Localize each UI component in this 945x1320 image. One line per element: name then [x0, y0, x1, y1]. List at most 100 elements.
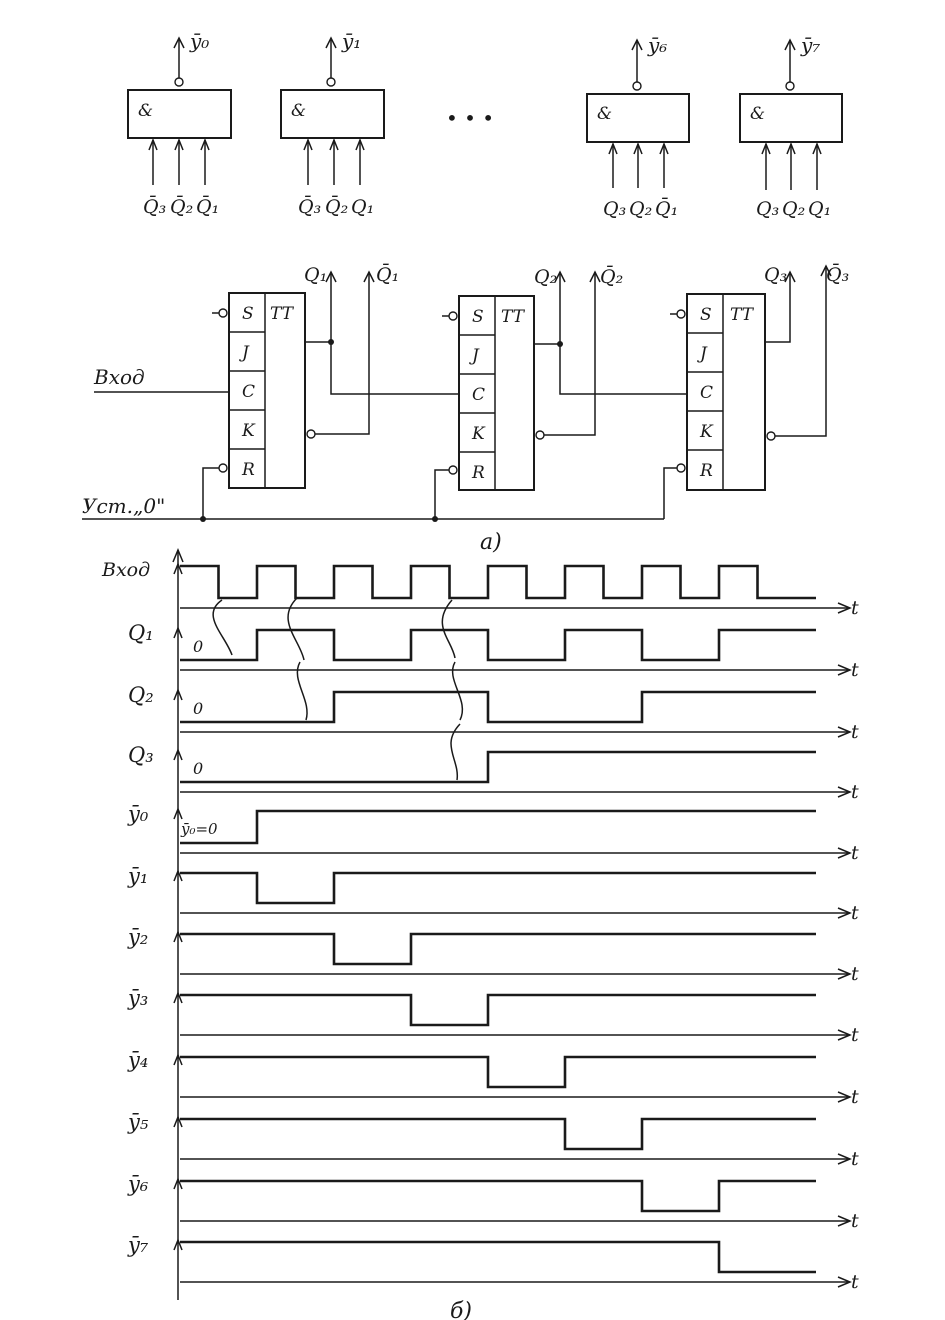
transition-arrow	[450, 723, 461, 781]
signal-name-label: Q₃	[128, 743, 154, 767]
signal-name-label: ȳ₇	[127, 1233, 149, 1257]
decoder-gate-6: & ȳ₆ Q₃ Q₂ Q̄₁	[586, 33, 690, 220]
waveform	[180, 1117, 816, 1151]
gate-input-label: Q₁	[351, 196, 374, 218]
gate-input-label: Q̄₃	[298, 195, 321, 218]
pin-c-label: C	[472, 385, 485, 405]
level-arrow	[173, 990, 183, 1004]
counter-wiring	[82, 264, 832, 522]
time-axis-arrowhead	[837, 1276, 852, 1288]
decoder-gate-0: & ȳ₀ Q̄₃ Q̄₂ Q̄₁	[127, 29, 232, 218]
gate-input-label: Q̄₁	[655, 197, 678, 220]
level-arrow	[173, 625, 183, 639]
level-arrow	[173, 1176, 183, 1190]
time-axis-arrowhead	[837, 602, 852, 614]
time-axis-arrowhead	[837, 786, 852, 798]
signal-name-label: ȳ₅	[127, 1110, 149, 1134]
caption-b: б)	[450, 1299, 472, 1320]
waveform	[180, 1179, 816, 1213]
time-axis-arrowhead	[837, 664, 852, 676]
gate-input-label: Q̄₂	[325, 195, 348, 218]
flip-flop-2: S J C K R TT Q₂ Q̄₂	[442, 265, 623, 491]
pin-k-label: K	[241, 421, 256, 441]
time-axis-label: t	[851, 963, 859, 985]
pin-s-label: S	[242, 304, 254, 324]
pin-c-label: C	[242, 382, 255, 402]
time-axis-label: t	[851, 1210, 859, 1232]
time-axis-arrowhead	[837, 726, 852, 738]
signal-name-label: ȳ₆	[127, 1172, 149, 1196]
pin-j-label: J	[469, 346, 480, 366]
pin-j-label: J	[697, 344, 708, 364]
level-arrow	[173, 1114, 183, 1128]
level-arrow	[173, 747, 183, 761]
q2-bar-output-label: Q̄₂	[600, 265, 623, 288]
input-label: Вход	[93, 365, 145, 389]
gate-input-label: Q₃	[603, 198, 626, 220]
decoder-gate-1: & ȳ₁ Q̄₃ Q̄₂ Q₁	[280, 29, 385, 218]
pin-r-label: R	[241, 460, 255, 480]
caption-a: а)	[480, 530, 502, 555]
time-axis-label: t	[851, 1148, 859, 1170]
gate-input-label: Q̄₃	[143, 195, 166, 218]
q3-bar-output-label: Q̄₃	[826, 263, 849, 286]
signal-name-label: ȳ₀	[127, 802, 149, 826]
gate-and-label: &	[291, 101, 306, 121]
signal-name-label: ȳ₃	[127, 986, 148, 1010]
level-arrow	[173, 868, 183, 882]
q2-output-label: Q₂	[534, 266, 557, 288]
gate-and-label: &	[750, 104, 765, 124]
gate-input-label: Q₃	[756, 198, 779, 220]
initial-zero-label: 0	[193, 699, 203, 718]
waveform	[180, 750, 816, 784]
waveform	[180, 1240, 816, 1274]
gate-input-label: Q₂	[629, 198, 652, 220]
level-arrow	[173, 1052, 183, 1066]
transition-arrow	[296, 661, 308, 721]
gate-and-label: &	[597, 104, 612, 124]
transition-arrow	[212, 599, 233, 656]
pin-r-label: R	[471, 463, 485, 483]
transition-arrow	[287, 597, 305, 661]
level-arrow	[173, 1237, 183, 1251]
transition-arrow	[441, 599, 456, 659]
time-axis-arrowhead	[837, 1215, 852, 1227]
waveform	[180, 809, 816, 845]
ellipsis: • • •	[446, 106, 494, 130]
pin-s-label: S	[700, 305, 712, 325]
time-axis-label: t	[851, 902, 859, 924]
signal-name-label: Вход	[101, 559, 150, 581]
flip-flop-type-label: TT	[730, 305, 755, 325]
reset-label: Уст.„0"	[82, 494, 165, 518]
gate-input-label: Q̄₂	[170, 195, 193, 218]
initial-zero-label: 0	[193, 759, 203, 778]
pin-k-label: K	[699, 422, 714, 442]
time-axis-label: t	[851, 597, 859, 619]
signal-name-label: ȳ₄	[127, 1048, 148, 1072]
pin-k-label: K	[471, 424, 486, 444]
waveform	[180, 932, 816, 966]
signal-name-label: ȳ₂	[127, 925, 148, 949]
waveform	[180, 564, 816, 600]
q3-output-label: Q₃	[764, 264, 787, 286]
time-axis-arrowhead	[837, 1091, 852, 1103]
flip-flop-type-label: TT	[270, 304, 295, 324]
time-axis-arrowhead	[837, 907, 852, 919]
pin-c-label: C	[700, 383, 713, 403]
level-arrow	[173, 806, 183, 820]
gate-and-label: &	[138, 101, 153, 121]
level-arrow	[173, 561, 183, 575]
time-axis-label: t	[851, 721, 859, 743]
time-axis-arrowhead	[837, 968, 852, 980]
flip-flop-1: S J C K R TT Q₁ Q̄₁	[212, 263, 399, 489]
time-axis-label: t	[851, 1024, 859, 1046]
gate-input-label: Q₁	[808, 198, 831, 220]
time-axis-label: t	[851, 781, 859, 803]
waveform	[180, 993, 816, 1027]
time-axis-label: t	[851, 842, 859, 864]
y0-initial-label: ȳ₀=0	[180, 820, 218, 838]
signal-name-label: Q₂	[128, 683, 154, 707]
gate-output-label: ȳ₀	[189, 29, 209, 53]
pin-j-label: J	[239, 343, 250, 363]
gate-output-label: ȳ₁	[341, 29, 361, 53]
